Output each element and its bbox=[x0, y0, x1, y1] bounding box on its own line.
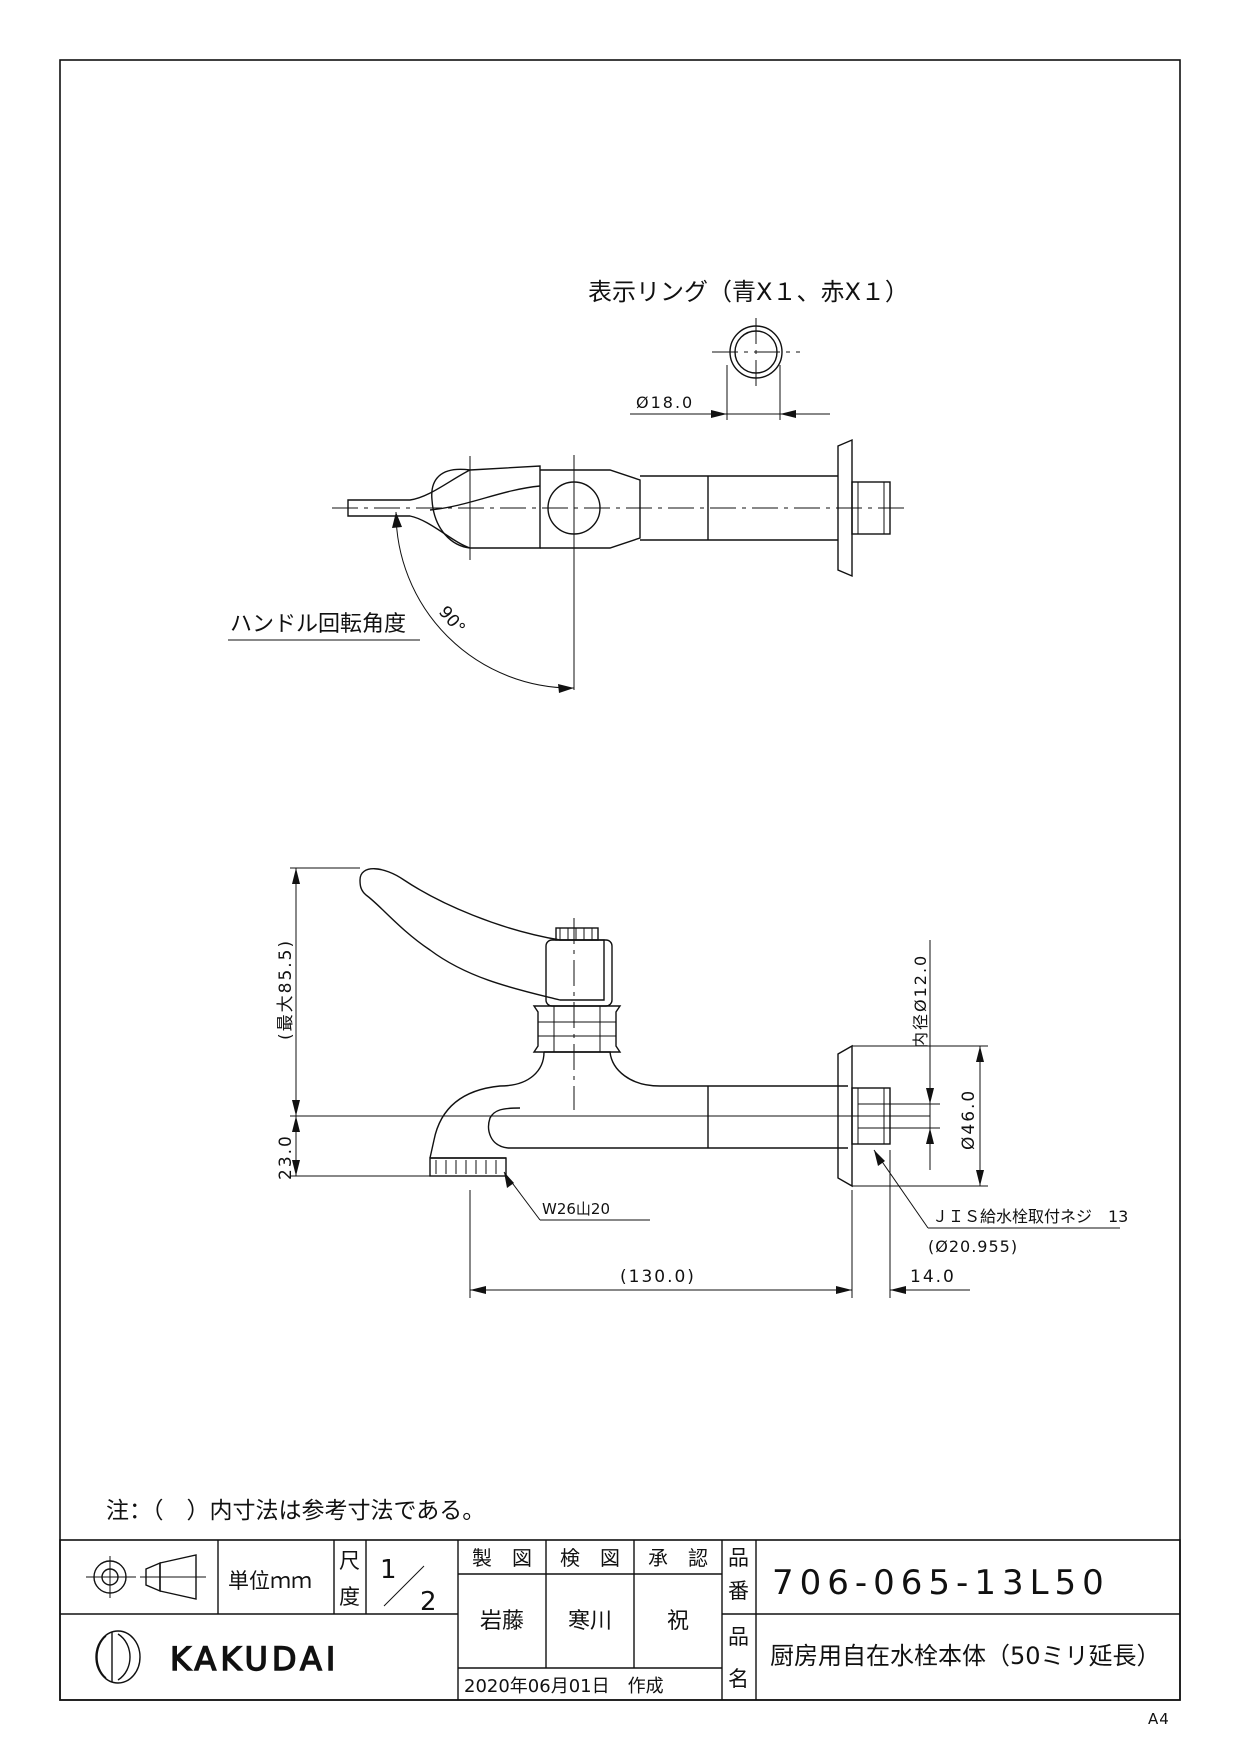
third-angle-projection-icon bbox=[86, 1554, 206, 1600]
part-no-label-1: 品 bbox=[728, 1546, 749, 1570]
name-approver: 祝 bbox=[667, 1609, 689, 1634]
drawing-date: 2020年06月01日 作成 bbox=[464, 1676, 664, 1697]
scale-label-2: 度 bbox=[339, 1585, 360, 1609]
max-height-label: (最大85.5) bbox=[276, 939, 296, 1040]
jis-thread-dia-label: (Ø20.955) bbox=[928, 1237, 1018, 1256]
name-checker: 寒川 bbox=[568, 1609, 612, 1634]
handle-angle-label: 90° bbox=[434, 602, 469, 638]
sheet-frame bbox=[59, 59, 1181, 1701]
kakudai-logo: KAKUDAI bbox=[95, 1630, 339, 1684]
role-checker: 検 図 bbox=[560, 1546, 620, 1570]
ring-dia-label: Ø18.0 bbox=[636, 393, 694, 412]
sheet-size: A4 bbox=[1148, 1710, 1170, 1728]
unit-label: 単位ｍｍ bbox=[228, 1569, 312, 1593]
part-name-label-2: 名 bbox=[728, 1667, 749, 1691]
inner-dia-label: 内径Ø12.0 bbox=[911, 954, 930, 1048]
role-approver: 承 認 bbox=[648, 1546, 708, 1570]
scale-denominator: 2 bbox=[420, 1587, 437, 1617]
name-drafter: 岩藤 bbox=[480, 1609, 524, 1634]
part-name-label-1: 品 bbox=[728, 1625, 749, 1649]
scale-numerator: 1 bbox=[380, 1555, 397, 1585]
part-number: 706-065-13L50 bbox=[772, 1563, 1110, 1603]
ring-label: 表示リング（青X１、赤X１） bbox=[588, 278, 909, 306]
indicator-ring-view: 表示リング（青X１、赤X１） Ø18.0 bbox=[588, 278, 909, 420]
jis-thread-label: ＪＩＳ給水栓取付ネジ 13 bbox=[932, 1207, 1128, 1226]
scale-label-1: 尺 bbox=[339, 1549, 360, 1573]
part-name: 厨房用自在水栓本体（50ミリ延長） bbox=[770, 1642, 1161, 1670]
thread-length-label: 14.0 bbox=[910, 1267, 956, 1287]
part-no-label-2: 番 bbox=[728, 1579, 749, 1603]
front-view: (最大85.5) 23.0 内径Ø12.0 Ø46.0 W26山20 ＪＩＳ給水… bbox=[276, 867, 1128, 1298]
plan-view: 90° ハンドル回転角度 bbox=[228, 438, 905, 693]
title-block: 単位ｍｍ 尺 度 1 2 製 図 検 図 承 認 岩藤 寒川 祝 2020年06… bbox=[59, 1539, 1181, 1701]
handle-rotation-label: ハンドル回転角度 bbox=[230, 612, 406, 637]
reference-dimension-note: 注：（ ）内寸法は参考寸法である。 bbox=[106, 1498, 485, 1524]
flange-dia-label: Ø46.0 bbox=[959, 1089, 979, 1150]
spout-thread-label: W26山20 bbox=[542, 1200, 610, 1218]
company-name: KAKUDAI bbox=[170, 1640, 339, 1678]
spout-height-label: 23.0 bbox=[276, 1134, 296, 1180]
role-drafter: 製 図 bbox=[472, 1546, 532, 1570]
main-length-label: (130.0) bbox=[620, 1267, 696, 1287]
